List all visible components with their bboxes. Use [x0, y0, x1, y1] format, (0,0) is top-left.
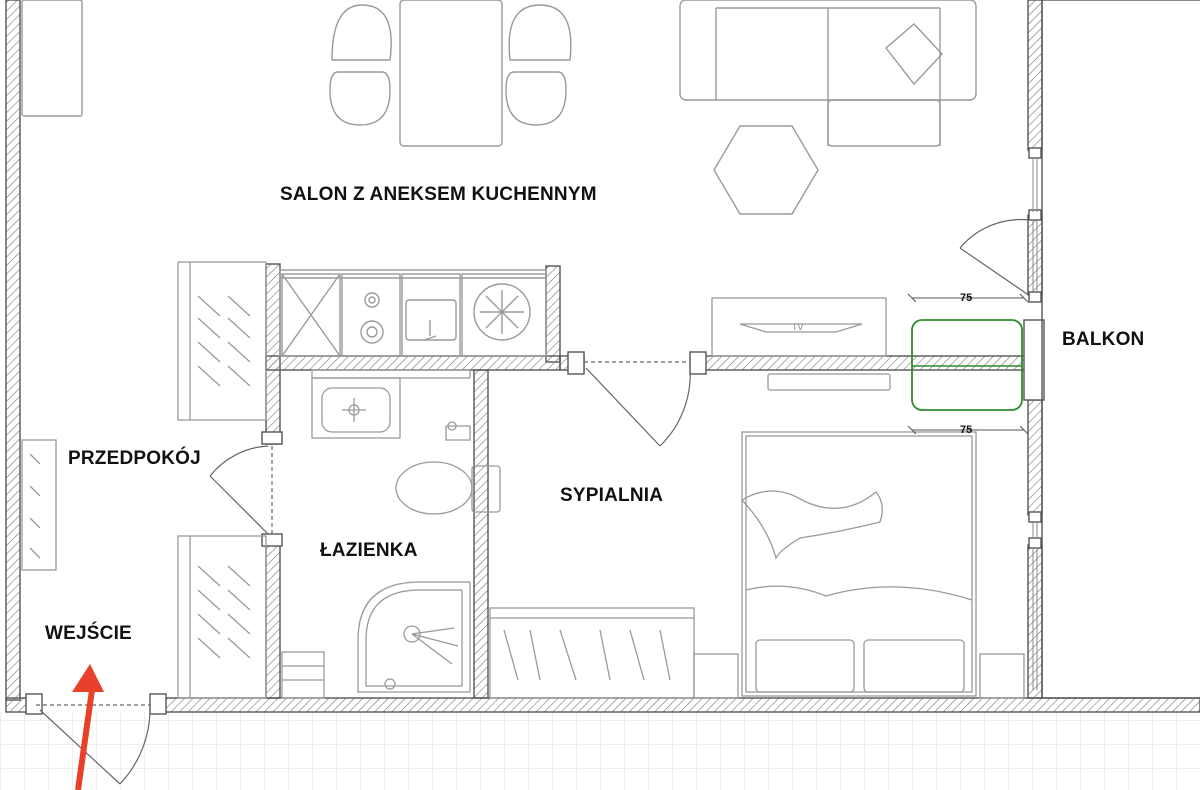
windows [1032, 158, 1038, 690]
tv-label: TV [792, 322, 804, 332]
toilet [395, 461, 473, 515]
room-label-wejscie: WEJŚCIE [45, 623, 132, 644]
dining-table [399, 0, 503, 147]
exterior-grid [0, 712, 1200, 790]
entrance-arrow [72, 664, 104, 790]
hallway-cabinets [21, 261, 267, 699]
tv-cabinet [711, 297, 887, 357]
room-label-przedpokoj: PRZEDPOKÓJ [68, 448, 201, 469]
room-label-salon: SALON Z ANEKSEM KUCHENNYM [280, 184, 597, 205]
highlighted-element [911, 319, 1023, 411]
cushion [885, 23, 943, 86]
room-label-lazienka: ŁAZIENKA [320, 540, 418, 561]
kitchen-counter [279, 269, 547, 357]
wall-left [5, 0, 21, 701]
balcony-area [1041, 0, 1200, 699]
chair [508, 4, 572, 61]
kitchen-sink [401, 273, 461, 357]
dimension-label-lower: 75 [960, 424, 973, 436]
wardrobe [489, 607, 695, 699]
wall-bath-left [265, 539, 281, 699]
wall-right-mid [1027, 214, 1043, 296]
bedroom-door [585, 367, 691, 447]
wall-kitchen-left [265, 263, 281, 445]
chair [331, 4, 392, 61]
balcony-door [959, 218, 1031, 297]
chair [329, 71, 391, 126]
bed [741, 431, 977, 697]
dimension-lines [907, 293, 1029, 435]
stove [341, 273, 401, 357]
shower [357, 581, 471, 693]
wall-right-bottom [1027, 544, 1043, 699]
walls [5, 0, 1200, 713]
entrance-door [39, 709, 151, 785]
bedroom-furniture [489, 297, 1025, 699]
coffee-table [713, 125, 819, 215]
chair [505, 71, 567, 126]
wall-right-lower [1027, 399, 1043, 516]
hallway-door [209, 445, 269, 535]
wall-bottom-main [157, 697, 1200, 713]
wall-bedroom-top-right [699, 355, 1029, 371]
fridge [461, 273, 547, 357]
wall-kitchen-bath [265, 355, 561, 371]
wall-right-upper [1027, 0, 1043, 151]
salon-furniture [21, 0, 977, 215]
room-label-balkon: BALKON [1062, 329, 1145, 350]
bathroom-fixtures [281, 369, 501, 699]
wall-bath-bedroom [473, 369, 489, 699]
jambs [25, 147, 1045, 715]
room-label-sypialnia: SYPIALNIA [560, 485, 664, 506]
wall-kitchen-right [545, 265, 561, 363]
bathroom-sink [311, 377, 401, 439]
doors [36, 218, 1031, 785]
dimension-label-upper: 75 [960, 292, 973, 304]
